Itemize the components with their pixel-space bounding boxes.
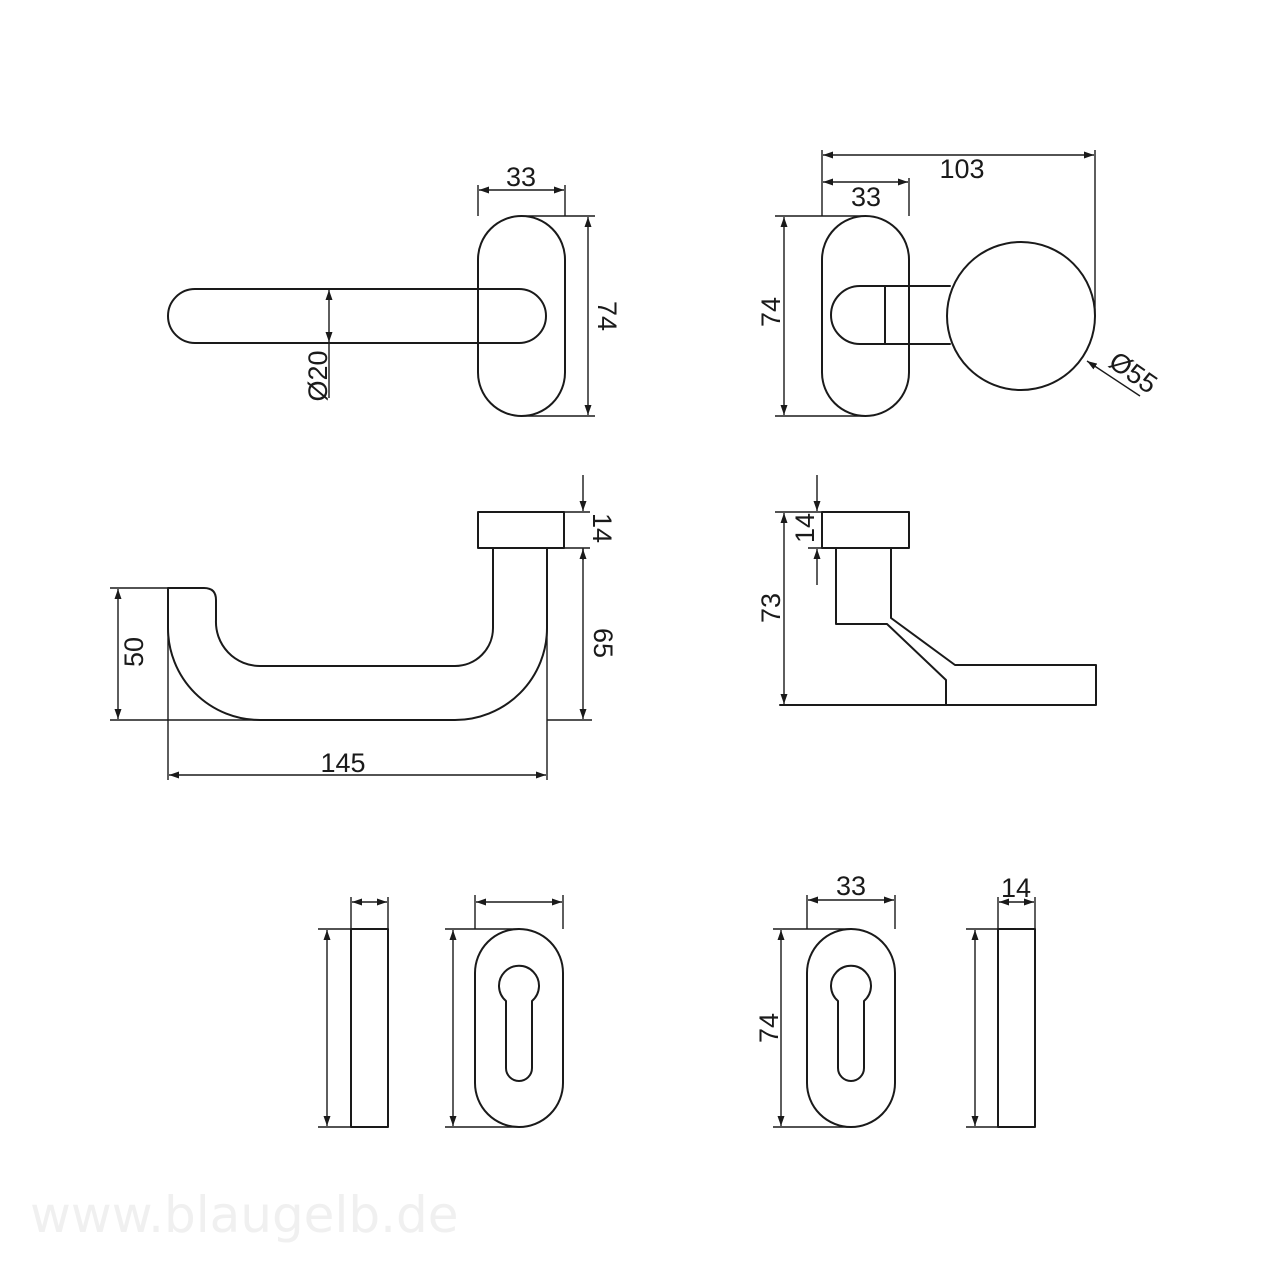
dim-label-knob-overall-width: 103	[939, 154, 984, 184]
knob-side-rosette-outline	[821, 511, 910, 549]
escutcheon-front-view-right: 33 74	[754, 871, 896, 1128]
dim-label-lever-rosette-height: 74	[592, 301, 622, 331]
knob-side-body-outline	[835, 547, 1097, 706]
escutcheon-right-cylinder-hole	[830, 964, 872, 1082]
escutcheon-left-cylinder-hole	[498, 964, 540, 1082]
dim-label-lever-side-length: 145	[320, 748, 365, 778]
dim-label-lever-rosette-width: 33	[506, 162, 536, 192]
dim-label-knob-side-thickness: 14	[790, 513, 820, 543]
knob-front-view: 103 33 74 Ø55	[756, 150, 1163, 417]
dim-label-escutcheon-width: 33	[836, 871, 866, 901]
lever-side-body-outline	[167, 547, 548, 721]
lever-side-view: 14 65 50 145	[110, 475, 618, 780]
escutcheon-right-plate-outline	[806, 928, 896, 1128]
escutcheon-side-view-right: 14	[966, 873, 1036, 1128]
lever-front-view: 33 74 Ø20	[167, 162, 622, 417]
knob-rosette-outline	[821, 215, 910, 417]
dim-label-lever-side-height: 65	[588, 628, 618, 658]
dim-label-knob-side-height: 73	[756, 593, 786, 623]
escutcheon-side-view-left	[318, 897, 389, 1128]
lever-rosette-outline	[477, 215, 566, 417]
watermark-text: www.blaugelb.de	[30, 1186, 458, 1244]
dim-label-lever-side-drop: 50	[119, 637, 149, 667]
dim-label-lever-side-thickness: 14	[587, 513, 617, 543]
dim-label-knob-rosette-width: 33	[851, 182, 881, 212]
dim-line-knob-diameter	[1086, 360, 1141, 397]
escutcheon-left-plate-outline	[474, 928, 564, 1128]
dim-label-escutcheon-thickness: 14	[1001, 873, 1031, 903]
lever-side-rosette-outline	[477, 511, 565, 549]
knob-neck-outline	[830, 285, 886, 345]
escutcheon-front-view-left	[445, 895, 564, 1128]
knob-outline	[946, 241, 1096, 391]
dim-label-escutcheon-height: 74	[754, 1013, 784, 1043]
dim-label-knob-rosette-height: 74	[756, 297, 786, 327]
escutcheon-left-side-outline	[350, 928, 389, 1128]
lever-bar-outline	[167, 288, 547, 344]
knob-shank-outline	[884, 285, 951, 345]
escutcheon-right-side-outline	[997, 928, 1036, 1128]
dim-label-lever-diameter: Ø20	[303, 350, 333, 401]
knob-side-view: 14 73	[756, 475, 1097, 706]
